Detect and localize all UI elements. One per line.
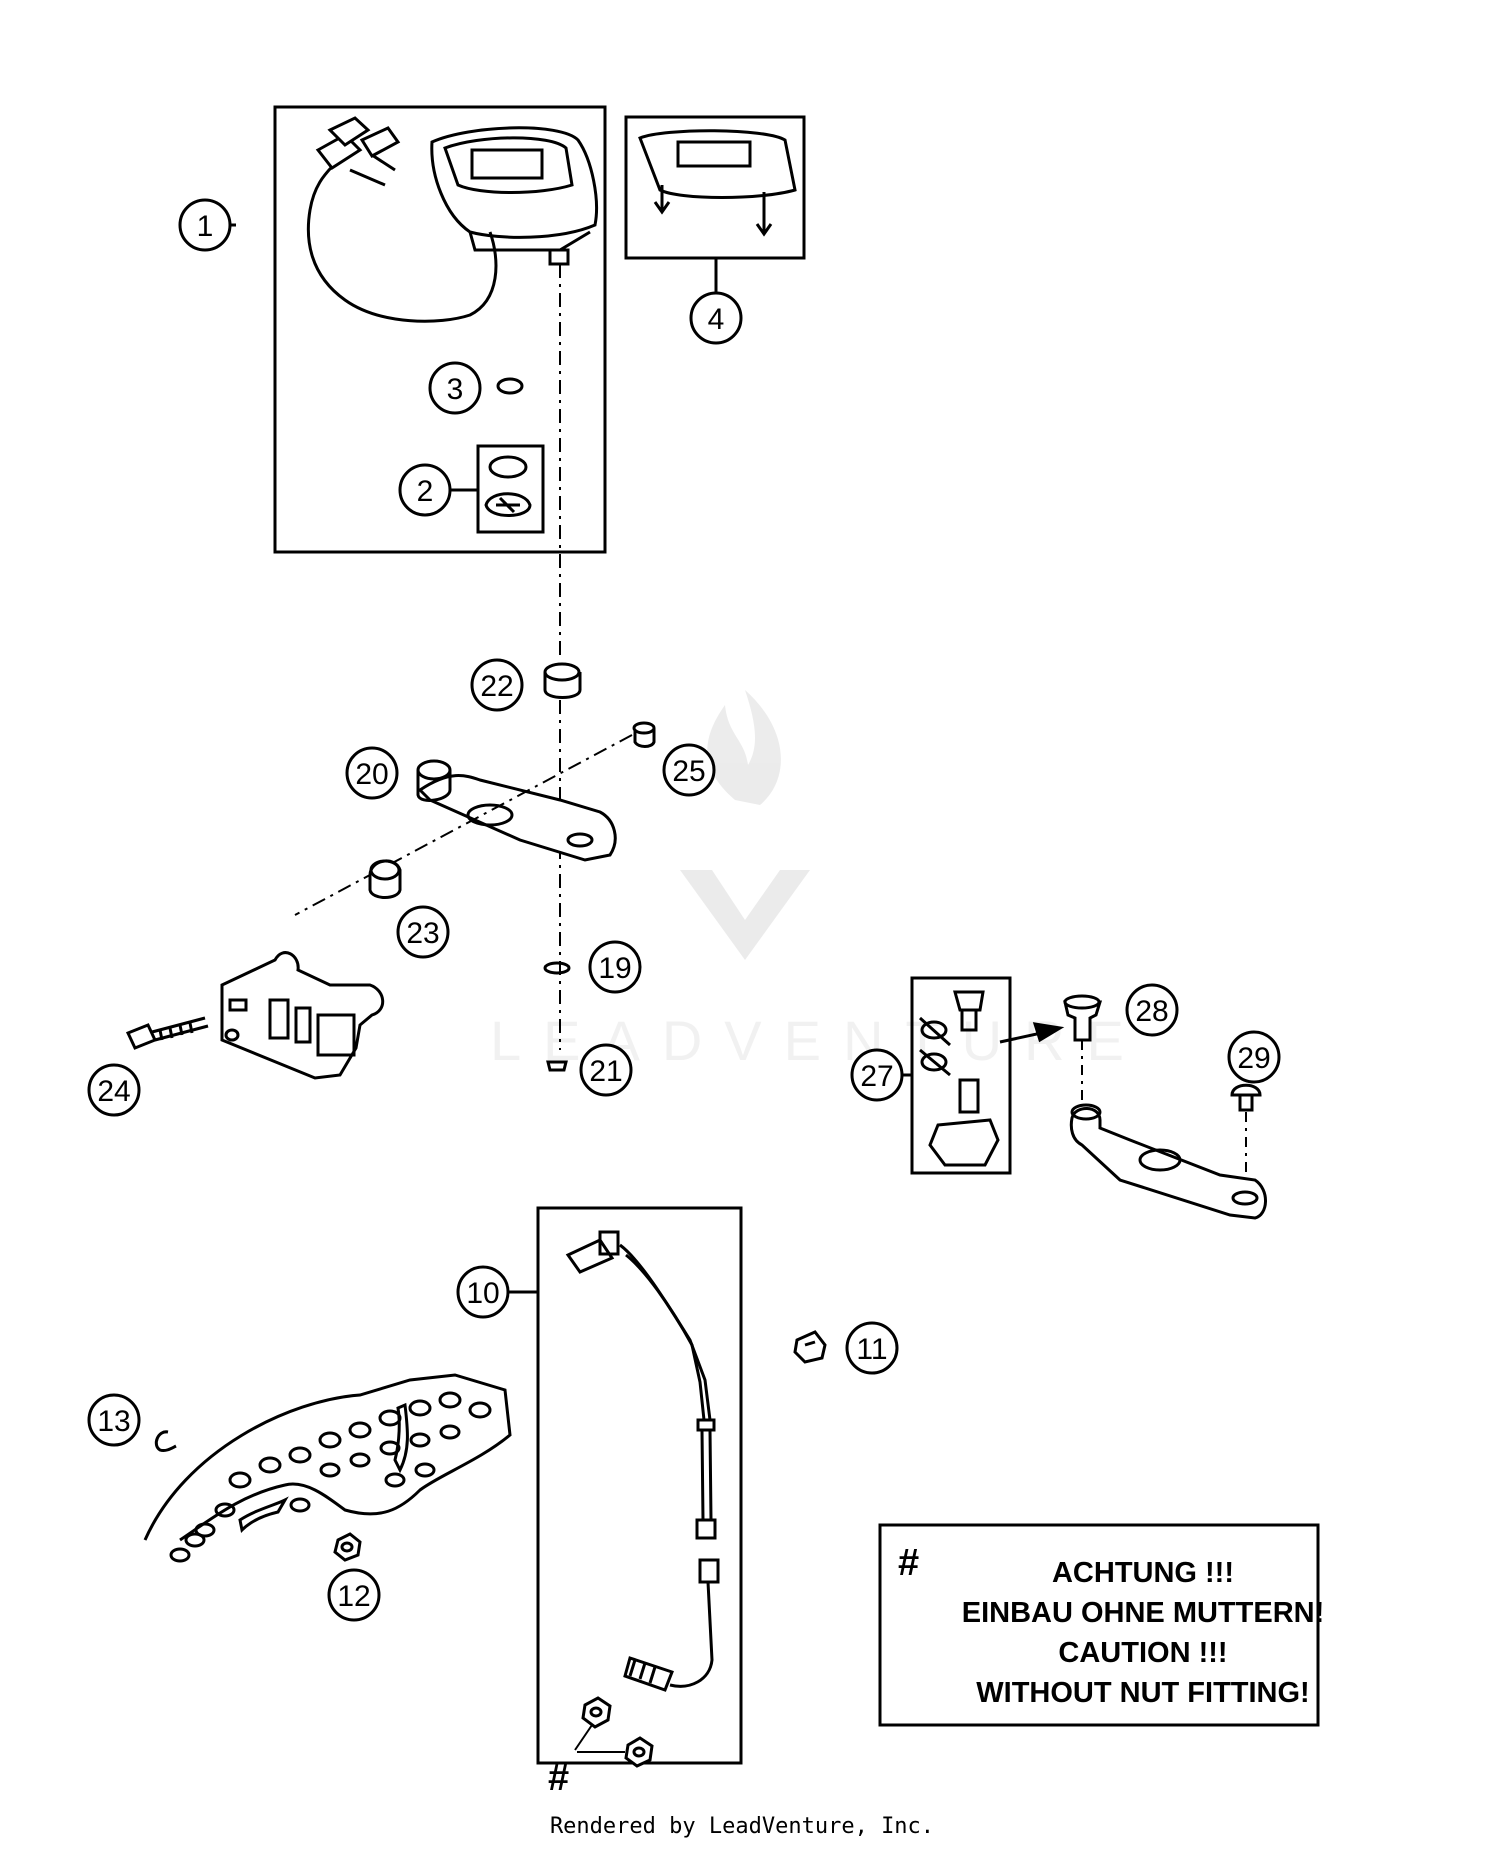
callout-19: 19 bbox=[588, 940, 642, 994]
callout-29: 29 bbox=[1227, 1030, 1281, 1084]
callout-label-23: 23 bbox=[406, 917, 439, 950]
note-line-3: CAUTION !!! bbox=[1058, 1637, 1227, 1669]
callout-circle-22 bbox=[470, 658, 524, 712]
mounting-bracket-group bbox=[125, 662, 656, 1080]
callout-23: 23 bbox=[396, 905, 450, 959]
callout-circle-19 bbox=[588, 940, 642, 994]
callout-label-2: 2 bbox=[417, 475, 434, 508]
callout-12: 12 bbox=[327, 1568, 381, 1622]
callout-label-27: 27 bbox=[860, 1060, 893, 1093]
callout-circle-11 bbox=[845, 1321, 899, 1375]
callout-22: 22 bbox=[470, 658, 524, 712]
speedometer-cover-box bbox=[624, 115, 806, 260]
callout-label-3: 3 bbox=[447, 373, 464, 406]
callout-circle-1 bbox=[178, 198, 232, 252]
nut-hash-marker: # bbox=[548, 1757, 569, 1799]
callout-24: 24 bbox=[87, 1063, 141, 1117]
callout-label-11: 11 bbox=[856, 1333, 887, 1366]
callout-3: 3 bbox=[428, 361, 482, 415]
callout-circle-21 bbox=[579, 1043, 633, 1097]
callout-circle-4 bbox=[689, 291, 743, 345]
callout-label-21: 21 bbox=[589, 1055, 622, 1088]
callout-label-25: 25 bbox=[672, 755, 705, 788]
leadventure-watermark: LEADVENTURE bbox=[490, 690, 1124, 1072]
callout-10: 10 bbox=[456, 1265, 538, 1319]
callout-11: 11 bbox=[845, 1321, 899, 1375]
callout-circle-24 bbox=[87, 1063, 141, 1117]
callout-label-24: 24 bbox=[97, 1075, 130, 1108]
note-line-2: EINBAU OHNE MUTTERN! bbox=[962, 1597, 1325, 1629]
small-parts bbox=[154, 1430, 362, 1562]
callout-circle-10 bbox=[456, 1265, 510, 1319]
callout-label-29: 29 bbox=[1237, 1042, 1270, 1075]
speedometer-assembly-box bbox=[273, 105, 607, 554]
callout-circle-27 bbox=[850, 1048, 904, 1102]
callout-label-13: 13 bbox=[97, 1405, 130, 1438]
speed-sensor-box bbox=[536, 1206, 743, 1768]
warning-note-box: # ACHTUNG !!! EINBAU OHNE MUTTERN! CAUTI… bbox=[878, 1523, 1325, 1727]
callout-label-12: 12 bbox=[337, 1580, 370, 1613]
callout-circle-3 bbox=[428, 361, 482, 415]
sensor-clip bbox=[793, 1330, 827, 1364]
callout-4: 4 bbox=[689, 258, 743, 345]
footer-credit: Rendered by LeadVenture, Inc. bbox=[550, 1814, 934, 1839]
callout-label-28: 28 bbox=[1135, 995, 1168, 1028]
callout-label-19: 19 bbox=[598, 952, 631, 985]
callout-1: 1 bbox=[178, 198, 236, 252]
note-hash-marker: # bbox=[898, 1542, 919, 1584]
callout-circle-20 bbox=[345, 746, 399, 800]
callout-circle-29 bbox=[1227, 1030, 1281, 1084]
callout-28: 28 bbox=[1125, 983, 1179, 1037]
callout-label-4: 4 bbox=[708, 303, 725, 336]
callout-circle-12 bbox=[327, 1568, 381, 1622]
callout-2: 2 bbox=[398, 463, 478, 517]
callout-label-10: 10 bbox=[466, 1277, 499, 1310]
callout-label-22: 22 bbox=[480, 670, 513, 703]
callout-circle-2 bbox=[398, 463, 452, 517]
callout-25: 25 bbox=[662, 743, 716, 797]
callout-circle-28 bbox=[1125, 983, 1179, 1037]
brake-disc bbox=[143, 1373, 512, 1563]
callout-label-20: 20 bbox=[355, 758, 388, 791]
callout-label-1: 1 bbox=[197, 210, 214, 243]
callout-circle-25 bbox=[662, 743, 716, 797]
callout-27: 27 bbox=[850, 1048, 912, 1102]
callout-circle-13 bbox=[87, 1393, 141, 1447]
note-line-4: WITHOUT NUT FITTING! bbox=[976, 1677, 1309, 1709]
callout-20: 20 bbox=[345, 746, 399, 800]
callout-13: 13 bbox=[87, 1393, 141, 1447]
callout-circle-23 bbox=[396, 905, 450, 959]
callout-21: 21 bbox=[579, 1043, 633, 1097]
note-line-1: ACHTUNG !!! bbox=[1052, 1557, 1234, 1589]
